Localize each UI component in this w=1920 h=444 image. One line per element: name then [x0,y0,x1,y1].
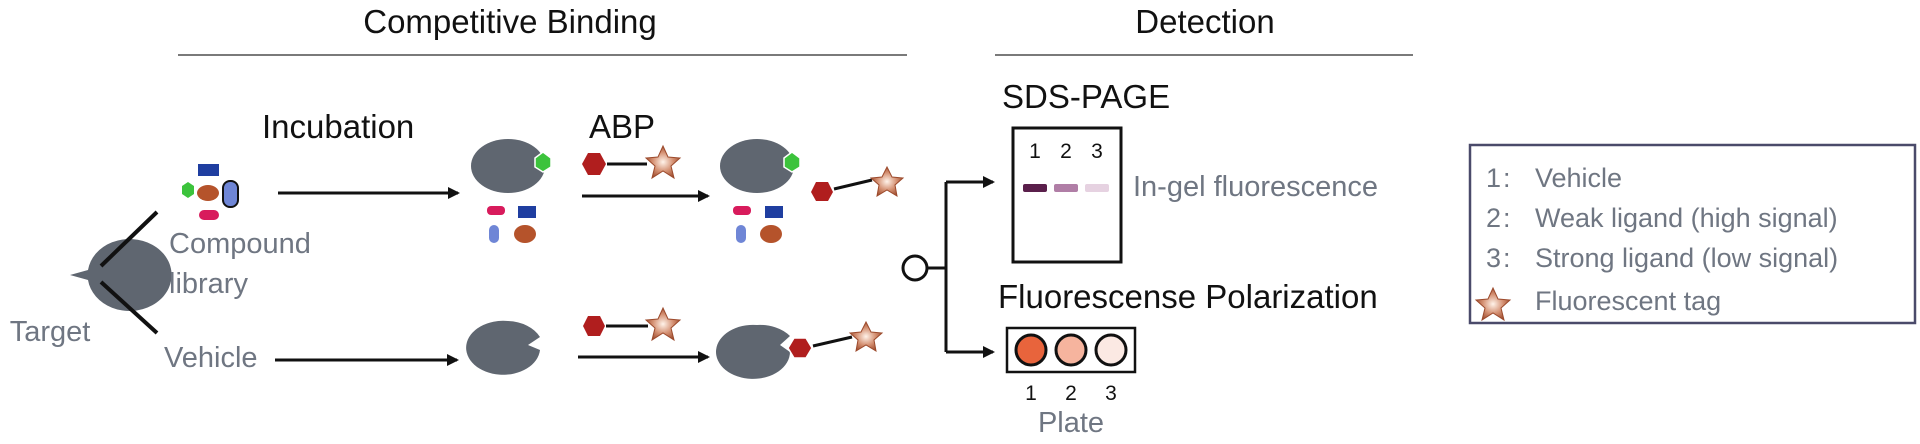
abp-probe-icon-top [582,144,682,180]
plate-caption: Plate [1038,407,1104,439]
unbound-compounds-icon [733,206,783,243]
plate-wells: 1 2 3 [1014,333,1128,405]
sds-page-title: SDS-PAGE [1002,78,1170,115]
compound-library-label-line2: library [169,268,248,300]
legend-item-separator: : [1503,243,1511,273]
gel-lane-label: 1 [1029,140,1041,163]
gel-band [1023,184,1047,192]
branch-line-lower [99,280,159,335]
sds-page-caption: In-gel fluorescence [1133,171,1378,203]
plate-well [1094,333,1128,367]
step-label-incubation: Incubation [262,108,414,145]
plate-well-label: 1 [1025,382,1037,405]
section-title-detection: Detection [1135,3,1274,40]
gel-frame [1011,126,1123,264]
legend-item-separator: : [1503,163,1511,193]
protein-probe-complex-icon [716,320,884,379]
legend-item-text: Weak ligand (high signal) [1535,203,1838,233]
branch-line-upper [99,210,159,268]
abp-probe-icon-bottom [583,306,682,342]
fp-title: Fluorescense Polarization [998,278,1378,315]
gel-band [1054,184,1078,192]
compound-library-icon [182,164,239,220]
legend-items: 1: Vehicle 2: Weak ligand (high signal) 3: St… [1486,163,1838,273]
gel-lane-label: 2 [1060,140,1072,163]
step-label-abp: ABP [589,108,655,145]
plate-well-label: 3 [1105,382,1117,405]
compound-library-label-line1: Compound [169,228,311,260]
plate-well [1054,333,1088,367]
unbound-protein-icon [466,320,540,375]
legend-tag-label: Fluorescent tag [1535,286,1721,316]
protein-ligand-complex-icon [720,139,801,193]
protein-ligand-complex-icon [471,139,552,193]
gel-band [1085,184,1109,192]
legend-item-separator: : [1503,203,1511,233]
legend-star-icon [1474,286,1512,322]
target-protein-icon [70,239,172,311]
abp-probe-icon-free [811,165,905,201]
legend-item-number: 3 [1486,243,1501,273]
unbound-compounds-icon [487,206,536,243]
section-title-competitive-binding: Competitive Binding [363,3,657,40]
vehicle-label: Vehicle [164,342,258,374]
legend-item-text: Vehicle [1535,163,1622,193]
legend-box [1468,143,1917,325]
target-label: Target [10,316,91,348]
plate-well-label: 2 [1065,382,1077,405]
legend-item-number: 2 [1486,203,1501,233]
detection-splitter [901,176,995,358]
legend-item-number: 1 [1486,163,1501,193]
plate-well [1014,333,1048,367]
gel-lane-label: 3 [1091,140,1103,163]
legend-item-text: Strong ligand (low signal) [1535,243,1838,273]
